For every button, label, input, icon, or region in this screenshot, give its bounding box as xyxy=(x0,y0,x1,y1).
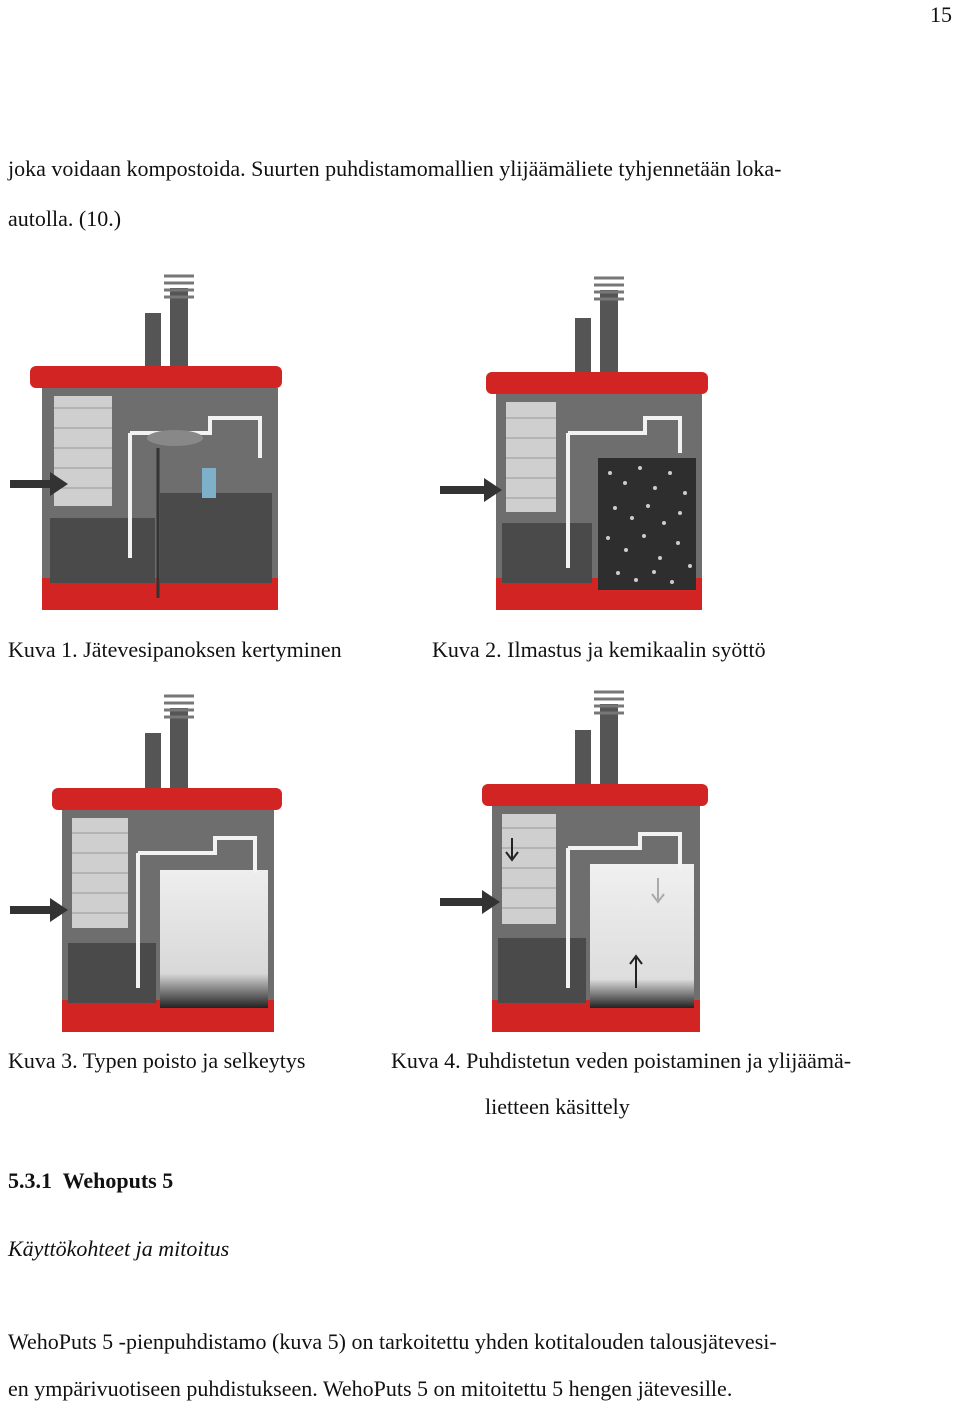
page-number: 15 xyxy=(930,2,952,27)
figure-4-caption-line-1: Kuva 4. Puhdistetun veden poistaminen ja… xyxy=(391,1048,852,1073)
intro-line-1: joka voidaan kompostoida. Suurten puhdis… xyxy=(8,156,782,181)
figure-4-image xyxy=(440,688,720,1036)
intro-line-2: autolla. (10.) xyxy=(8,206,122,231)
section-subheading: Käyttökohteet ja mitoitus xyxy=(8,1236,230,1261)
body-line-2: en ympärivuotiseen puhdistukseen. WehoPu… xyxy=(8,1376,733,1401)
figure-3-image xyxy=(10,688,300,1036)
figure-3-caption: Kuva 3. Typen poisto ja selkeytys xyxy=(8,1048,306,1073)
figure-2-caption: Kuva 2. Ilmastus ja kemikaalin syöttö xyxy=(432,637,766,662)
body-line-1: WehoPuts 5 -pienpuhdistamo (kuva 5) on t… xyxy=(8,1329,777,1354)
figure-2-image xyxy=(440,268,720,618)
figure-1-caption: Kuva 1. Jätevesipanoksen kertyminen xyxy=(8,637,342,662)
section-heading: 5.3.1 Wehoputs 5 xyxy=(8,1168,174,1193)
figure-1-image xyxy=(10,268,300,618)
figure-4-caption-line-2: lietteen käsittely xyxy=(485,1094,630,1119)
